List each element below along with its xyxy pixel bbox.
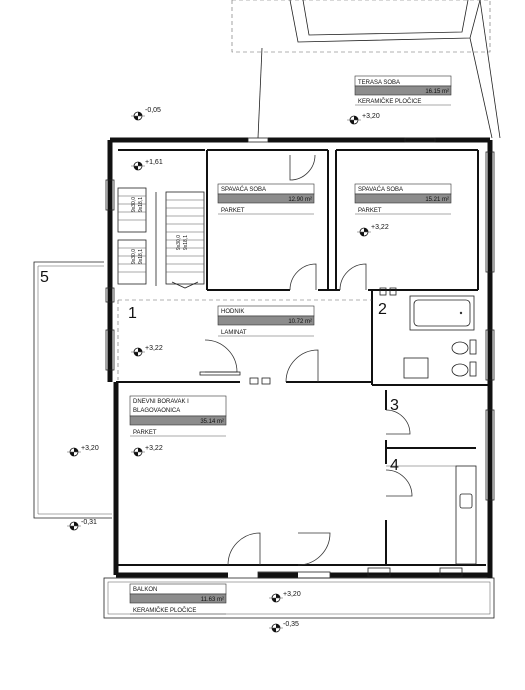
- level-balkon: +3,20: [283, 591, 301, 598]
- room-number-3: 3: [390, 397, 399, 414]
- left-balcony: [33, 261, 112, 519]
- level-marker-hall: +3,22: [131, 345, 163, 357]
- stair-label-e: 9x30,0: [176, 235, 182, 250]
- label-spavaca1: SPAVAĆA SOBA 12.90 m² PARKET: [217, 183, 315, 215]
- level-stair: +1,61: [145, 159, 163, 166]
- spavaca2-floor: PARKET: [358, 208, 382, 214]
- hodnik-floor: LAMINAT: [221, 330, 247, 336]
- level-marker-terasa: +3,20: [347, 113, 380, 125]
- doors: [199, 154, 413, 566]
- bottom-balcony: [103, 577, 495, 619]
- level-marker-outside-bottom-left: -0,31: [67, 519, 97, 531]
- level-marker-stair: +1,61: [131, 159, 163, 171]
- label-balkon: BALKON 11.63 m² KERAMIČKE PLOČICE: [129, 583, 227, 615]
- dnevni-area: 35.14 m²: [200, 419, 224, 425]
- label-spavaca2: SPAVAĆA SOBA 15.21 m² PARKET: [354, 183, 452, 215]
- room-numbers: 1 2 3 4 5: [40, 269, 399, 474]
- room-number-2: 2: [378, 301, 387, 318]
- inner-walls: [116, 149, 490, 566]
- dnevni-name-line2: BLAGOVAONICA: [133, 408, 180, 414]
- level-top-left: -0,05: [145, 107, 161, 114]
- label-dnevni: DNEVNI BORAVAK I BLAGOVAONICA 35.14 m² P…: [129, 395, 227, 437]
- kitchen-fixtures: [386, 465, 477, 565]
- outer-walls: [105, 137, 495, 579]
- terrace-outline: [231, 0, 501, 139]
- level-hall: +3,22: [145, 345, 163, 352]
- balkon-area: 11.63 m²: [201, 597, 224, 603]
- level-bedroom2: +3,22: [371, 224, 389, 231]
- level-marker-top-left: -0,05: [131, 107, 161, 121]
- hall-dashes: [117, 299, 372, 380]
- stair-label-b: 9x18,1: [138, 197, 144, 212]
- hodnik-name: HODNIK: [221, 309, 244, 315]
- spavaca1-area: 12.90 m²: [288, 197, 312, 203]
- stair-label-d: 9x18,1: [138, 249, 144, 264]
- label-hodnik: HODNIK 10.72 m² LAMINAT: [217, 305, 315, 337]
- room-number-1: 1: [128, 305, 137, 322]
- balkon-floor: KERAMIČKE PLOČICE: [133, 607, 196, 614]
- spavaca2-area: 15.21 m²: [425, 197, 449, 203]
- room-number-4: 4: [390, 457, 399, 474]
- level-terasa: +3,20: [362, 113, 380, 120]
- level-living: +3,22: [145, 445, 163, 452]
- terasa-area: 16.15 m²: [425, 89, 449, 95]
- dnevni-name-line1: DNEVNI BORAVAK I: [133, 399, 189, 405]
- level-bottom: -0,35: [283, 621, 299, 628]
- level-outside-bottom-left: -0,31: [81, 519, 97, 526]
- stair-label-a: 9x30,0: [131, 197, 137, 212]
- bathroom-fixtures: [403, 295, 477, 379]
- dnevni-floor: PARKET: [133, 430, 157, 436]
- spavaca1-name: SPAVAĆA SOBA: [221, 186, 266, 193]
- hodnik-area: 10.72 m²: [288, 319, 312, 325]
- level-marker-living: +3,22: [131, 445, 163, 457]
- stair-label-f: 9x18,1: [183, 235, 189, 250]
- terasa-floor: KERAMIČKE PLOČICE: [358, 98, 421, 105]
- spavaca1-floor: PARKET: [221, 208, 245, 214]
- level-marker-bedroom2: +3,22: [357, 224, 389, 237]
- terasa-name: TERASA SOBA: [358, 80, 400, 86]
- label-terasa: TERASA SOBA 16.15 m² KERAMIČKE PLOČICE: [354, 75, 452, 106]
- balkon-name: BALKON: [133, 587, 157, 593]
- room-number-5: 5: [40, 269, 49, 286]
- level-marker-balkon: +3,20: [269, 591, 301, 603]
- staircase: 9x30,0 9x18,1 9x30,0 9x18,1 9x30,0 9x18,…: [117, 187, 205, 289]
- level-marker-outside-left: +3,20: [67, 445, 99, 457]
- stair-label-c: 9x30,0: [131, 249, 137, 264]
- level-outside-left: +3,20: [81, 445, 99, 452]
- spavaca2-name: SPAVAĆA SOBA: [358, 186, 403, 193]
- level-marker-bottom: -0,35: [269, 621, 299, 633]
